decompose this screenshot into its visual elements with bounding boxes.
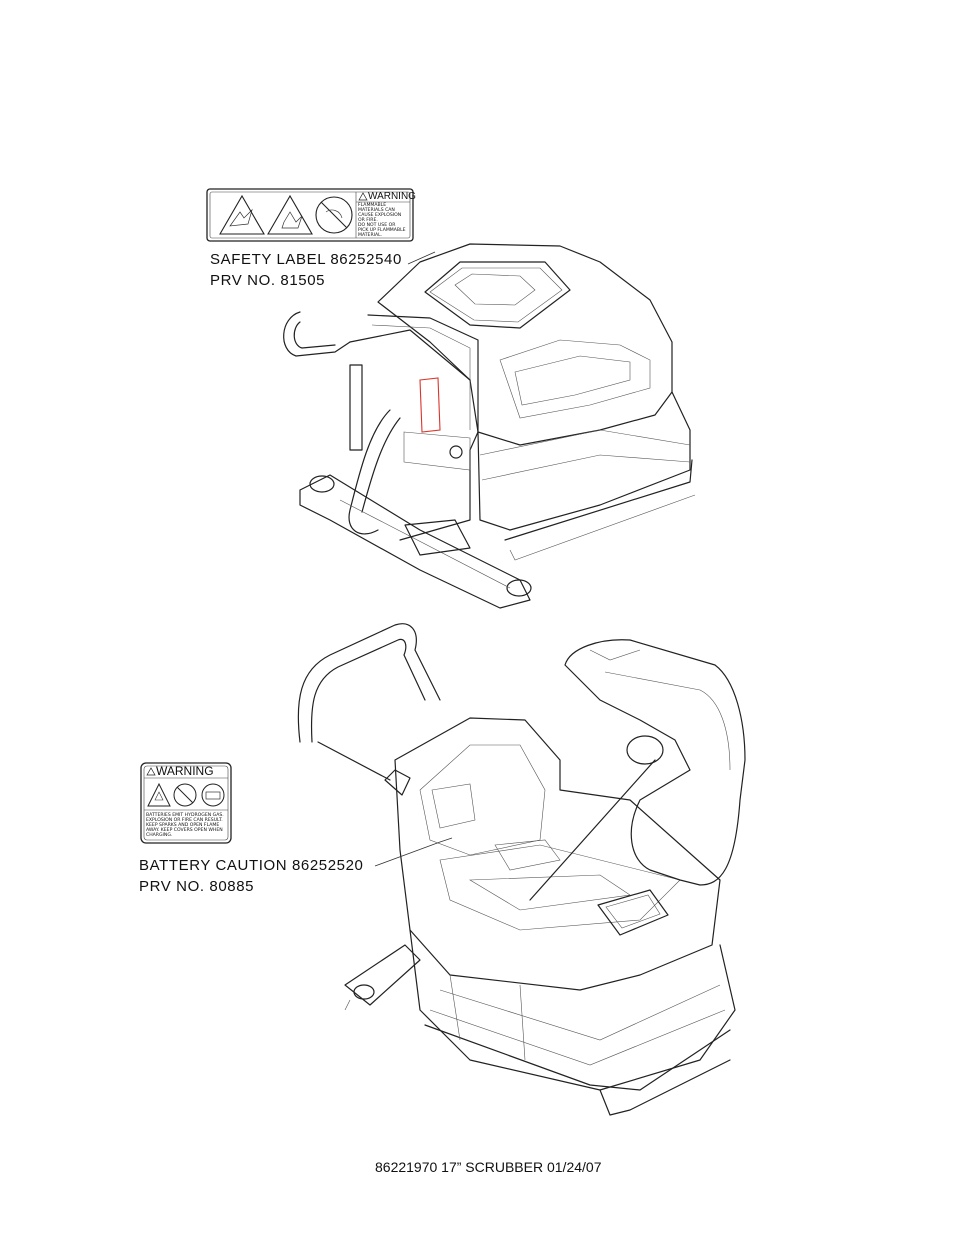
battery-decal-line: BATTERIES EMIT HYDROGEN GAS. xyxy=(146,813,224,818)
battery-decal-line: EXPLOSION OR FIRE CAN RESULT. xyxy=(146,818,223,823)
safety-decal-line: FLAMMABLE xyxy=(358,203,387,208)
safety-decal-heading: WARNING xyxy=(368,191,416,202)
safety-decal-text: FLAMMABLE MATERIALS CAN CAUSE EXPLOSION … xyxy=(358,203,406,238)
safety-label-part-number: SAFETY LABEL 86252540 xyxy=(210,251,402,268)
battery-caution-prv-number: PRV NO. 80885 xyxy=(139,878,255,895)
safety-label-prv-number: PRV NO. 81505 xyxy=(210,272,326,289)
safety-decal-line: MATERIAL. xyxy=(358,233,383,238)
battery-decal-text: BATTERIES EMIT HYDROGEN GAS. EXPLOSION O… xyxy=(146,813,224,838)
safety-decal-line: OR FIRE. xyxy=(358,218,378,223)
safety-label-callout: SAFETY LABEL 86252540 PRV NO. 81505 xyxy=(210,249,402,291)
safety-decal-frame xyxy=(206,188,414,242)
safety-decal-line: MATERIALS CAN xyxy=(358,208,395,213)
safety-decal-line: PICK UP FLAMMABLE xyxy=(358,228,406,233)
battery-decal-line: KEEP SPARKS AND OPEN FLAME xyxy=(146,823,220,828)
upper-scrubber-drawing xyxy=(283,243,696,609)
safety-label-leader xyxy=(407,251,436,265)
battery-decal-line: AWAY. KEEP COVERS OPEN WHEN xyxy=(146,828,223,833)
safety-warning-decal: WARNING FLAMMABLE MATERIALS CAN CAUSE EX… xyxy=(206,188,416,242)
page-footer: 86221970 17” SCRUBBER 01/24/07 xyxy=(375,1159,602,1175)
battery-decal-heading: WARNING xyxy=(156,764,214,778)
lower-scrubber-drawing xyxy=(297,623,746,1116)
battery-decal-line: CHARGING. xyxy=(146,833,173,838)
safety-decal-line: DO NOT USE OR xyxy=(358,223,396,228)
battery-caution-leader xyxy=(374,837,453,867)
battery-caution-part-number: BATTERY CAUTION 86252520 xyxy=(139,857,364,874)
safety-decal-line: CAUSE EXPLOSION xyxy=(358,213,402,218)
battery-decal-frame xyxy=(140,762,232,844)
battery-warning-decal: WARNING BATTERIES EMIT HYDROGEN GAS. EXP… xyxy=(140,762,232,844)
battery-caution-callout: BATTERY CAUTION 86252520 PRV NO. 80885 xyxy=(139,855,364,897)
